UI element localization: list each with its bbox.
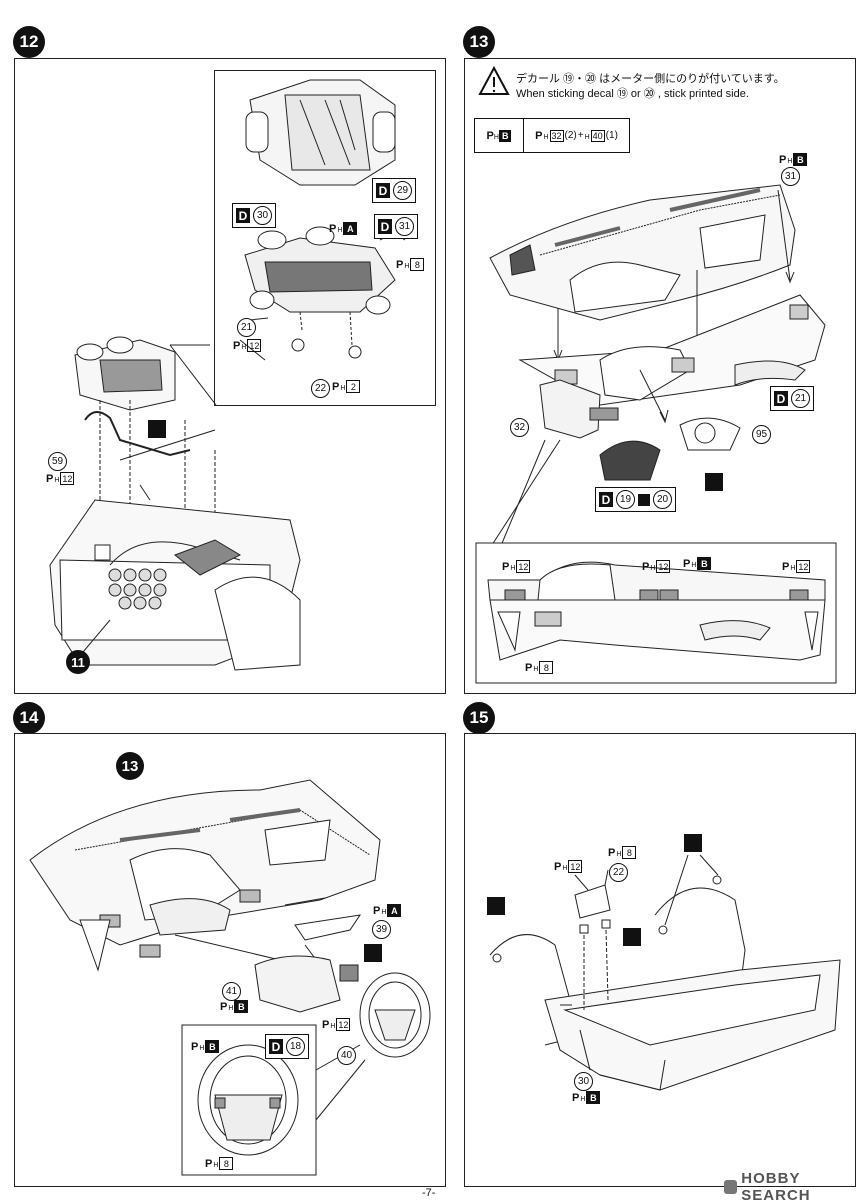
- step-number-15: 15: [463, 702, 495, 734]
- inset-decal-d18-label: D 18: [265, 1034, 309, 1059]
- step-number-14: 14: [13, 702, 45, 734]
- step-number-12: 12: [13, 26, 45, 58]
- watermark-logo-icon: [724, 1180, 738, 1194]
- part-number-30: 30: [574, 1072, 593, 1091]
- glue-icon: [364, 944, 382, 962]
- or-icon: [638, 493, 650, 506]
- glue-icon: [623, 928, 641, 946]
- part-number-39: 39: [372, 920, 391, 939]
- part-number-95: 95: [752, 425, 771, 444]
- decal-d30-label: D 30: [232, 203, 276, 228]
- decal-note-english: When sticking decal ⑲ or ⑳ , stick print…: [516, 88, 749, 100]
- glue-icon: [148, 420, 166, 438]
- part-number-22: 22: [609, 863, 628, 882]
- decal-d29-label: D 29: [372, 178, 416, 203]
- part-number-21: 21: [237, 318, 256, 337]
- part-number-40: 40: [337, 1046, 356, 1065]
- decal-19-20-label: D 19 20: [595, 487, 676, 512]
- part-number-41: 41: [222, 982, 241, 1001]
- glue-icon: [684, 834, 702, 852]
- part-number-32: 32: [510, 418, 529, 437]
- reference-step-13: 13: [116, 752, 144, 780]
- step-number-13: 13: [463, 26, 495, 58]
- part-number-31: 31: [781, 167, 800, 186]
- reference-step-11: 11: [66, 650, 90, 674]
- watermark: HOBBY SEARCH: [724, 1170, 868, 1204]
- decal-d21-label: D 21: [770, 386, 814, 411]
- part-number-22: 22: [311, 379, 330, 398]
- decal-note-japanese: デカール ⑲・⑳ はメーター側にのりが付いています。: [516, 73, 785, 85]
- page-number: -7-: [422, 1187, 436, 1199]
- decal-d31-label: D 31: [374, 214, 418, 239]
- glue-icon: [705, 473, 723, 491]
- glue-icon: [487, 897, 505, 915]
- part-number-59: 59: [48, 452, 67, 471]
